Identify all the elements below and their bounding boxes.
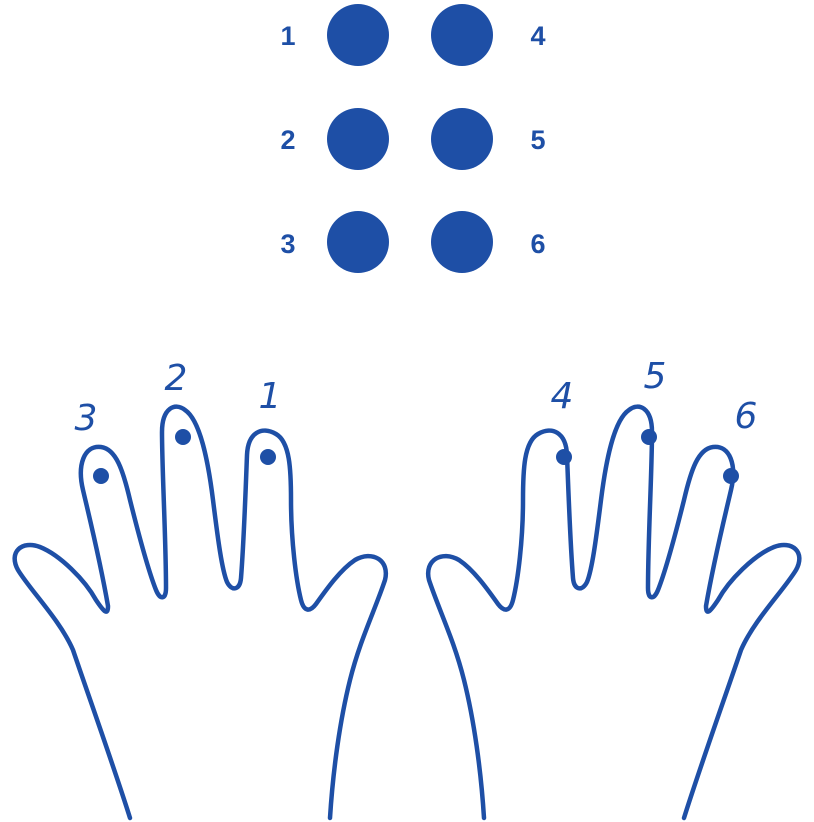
dot-label-5: 5 <box>530 125 545 155</box>
right-finger-label-6: 6 <box>735 396 758 437</box>
left-finger-dot-2 <box>175 429 191 445</box>
right-finger-label-5: 5 <box>644 356 667 397</box>
left-hand: 3 2 1 <box>15 358 386 818</box>
braille-dot-1 <box>327 4 389 66</box>
right-finger-dot-6 <box>723 468 739 484</box>
braille-dot-3 <box>327 211 389 273</box>
left-finger-dot-1 <box>260 449 276 465</box>
right-finger-label-4: 4 <box>551 376 574 417</box>
braille-dot-6 <box>431 211 493 273</box>
left-finger-label-1: 1 <box>259 376 282 417</box>
dot-label-6: 6 <box>530 229 545 259</box>
dot-label-1: 1 <box>280 21 295 51</box>
left-finger-label-3: 3 <box>75 398 98 439</box>
right-finger-dot-4 <box>556 449 572 465</box>
braille-cell: 1 2 3 4 5 6 <box>280 4 545 273</box>
braille-dot-4 <box>431 4 493 66</box>
left-finger-label-2: 2 <box>165 358 188 399</box>
left-finger-dot-3 <box>93 468 109 484</box>
dot-label-4: 4 <box>530 21 545 51</box>
right-hand-outline <box>428 407 799 818</box>
dot-label-3: 3 <box>280 229 295 259</box>
left-hand-outline <box>15 407 386 818</box>
right-finger-dot-5 <box>641 429 657 445</box>
dot-label-2: 2 <box>280 125 295 155</box>
right-hand <box>428 407 799 818</box>
braille-dot-5 <box>431 108 493 170</box>
right-hand-labels: 4 5 6 <box>551 356 758 437</box>
braille-dot-2 <box>327 108 389 170</box>
